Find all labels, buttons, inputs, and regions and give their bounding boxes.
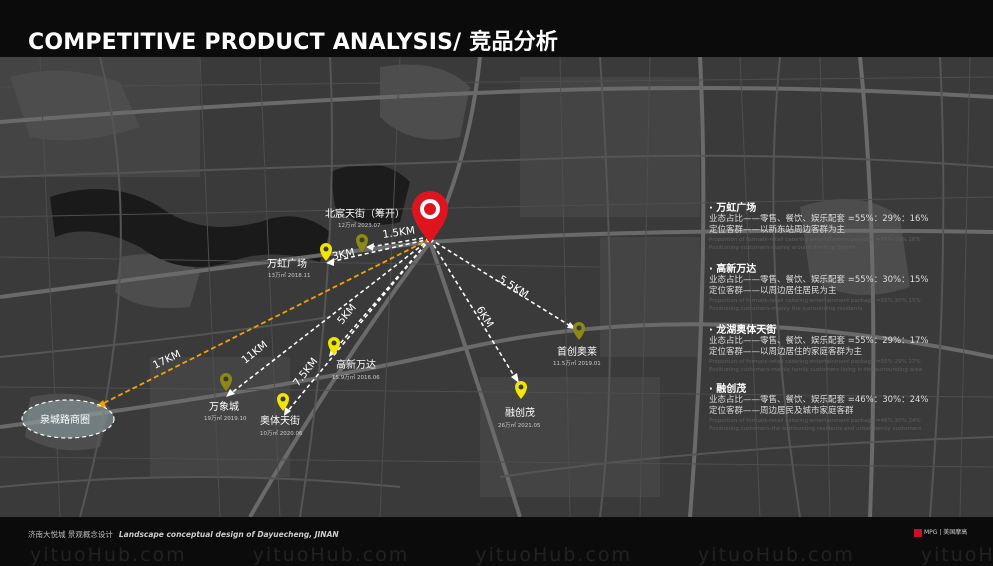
label-wanhong: 万虹广场 (267, 257, 307, 270)
project-location-pin-icon[interactable] (412, 191, 448, 243)
label-shouchuang: 首创奥莱 (557, 345, 597, 358)
brand-logo-icon (914, 528, 922, 537)
info-ratio: 业态占比——零售、餐饮、娱乐配套 =55%：29%：16% (709, 214, 929, 224)
sub-aoti: 10万㎡ 2020.06 (260, 429, 303, 437)
sub-rongchuang: 26万㎡ 2021.05 (498, 421, 541, 429)
footer-project-en: Landscape conceptual design of Dayuechen… (118, 530, 339, 539)
secondary-roads (0, 57, 993, 517)
info-faint-position: Positioning customers-mainly around Xind… (709, 245, 857, 251)
info-faint-position: Positioning customers-the surrounding re… (709, 426, 922, 432)
info-ratio: 业态占比——零售、餐饮、娱乐配套 =46%：30%：24% (709, 395, 929, 405)
marker-shouchuang[interactable] (573, 322, 585, 340)
line-rongchuang (429, 238, 517, 380)
label-aoti: 奥体天街 (260, 414, 300, 427)
distance-label-1: 1.5KM (382, 225, 416, 241)
info-position: 定位客群——以周边居住的家庭客群为主 (709, 347, 863, 357)
info-faint-position: Positioning customers-mainly the surroun… (709, 306, 863, 312)
marker-beichen[interactable] (356, 234, 368, 252)
footer-brand-text: MPG | 美国摩高 (924, 529, 968, 536)
label-beichen: 北宸天街（筹开） (325, 207, 405, 220)
line-beichen (369, 236, 431, 248)
info-head: · 万虹广场 (709, 203, 757, 214)
info-block-rongchuang: · 融创茂 业态占比——零售、餐饮、娱乐配套 =46%：30%：24% 定位客群… (709, 380, 979, 433)
watermark: yituoHub.com yituoHub.com yituoHub.com y… (30, 544, 993, 566)
marker-aoti[interactable] (277, 393, 289, 411)
info-faint-ratio: Proportion of formats-retail catering en… (709, 237, 921, 243)
footer-project-cn: 济南大悦城 景观概念设计 (28, 530, 113, 539)
info-block-gaoxin: · 高新万达 业态占比——零售、餐饮、娱乐配套 =55%：30%：15% 定位客… (709, 260, 979, 313)
label-wanxiang: 万象城 (209, 401, 239, 413)
quancheng-circle[interactable]: 泉城路商圈 (21, 399, 115, 439)
info-ratio: 业态占比——零售、餐饮、娱乐配套 =55%：30%：15% (709, 275, 929, 285)
label-rongchuang: 融创茂 (505, 406, 535, 419)
main-roads (0, 57, 993, 517)
footer-brand: MPG | 美国摩高 (914, 527, 967, 537)
map-canvas: 1.5KM 3KM 5KM 7.5KM 11KM 17KM 6KM 5.5KM (0, 57, 993, 517)
label-quancheng: 泉城路商圈 (40, 413, 90, 426)
info-faint-ratio: Proportion of formats-retail catering en… (709, 418, 921, 424)
sub-beichen: 12万㎡ 2023.07 (338, 221, 381, 229)
distance-label-2: 3KM (331, 246, 356, 262)
distance-lines (229, 236, 573, 413)
info-ratio: 业态占比——零售、餐饮、娱乐配套 =55%：29%：17% (709, 336, 929, 346)
line-quancheng (99, 238, 431, 406)
info-position: 定位客群——以新东站周边客群为主 (709, 225, 846, 235)
info-position: 定位客群——周边居民及城市家庭客群 (709, 406, 854, 416)
line-wanhong (329, 238, 431, 263)
label-gaoxin: 高新万达 (336, 358, 376, 371)
page-title: COMPETITIVE PRODUCT ANALYSIS/ 竞品分析 (28, 30, 559, 55)
sub-wanhong: 13万㎡ 2018.11 (268, 271, 311, 279)
info-head: · 融创茂 (709, 384, 747, 395)
info-block-aoti: · 龙湖奥体天街 业态占比——零售、餐饮、娱乐配套 =55%：29%：17% 定… (709, 321, 979, 374)
info-faint-ratio: Proportion of formats-retail catering en… (709, 359, 921, 365)
info-head: · 高新万达 (709, 264, 757, 275)
sub-shouchuang: 11.5万㎡ 2019.01 (553, 359, 601, 367)
map-area[interactable]: 1.5KM 3KM 5KM 7.5KM 11KM 17KM 6KM 5.5KM (0, 57, 993, 517)
info-block-wanhong: · 万虹广场 业态占比——零售、餐饮、娱乐配套 =55%：29%：16% 定位客… (709, 199, 979, 252)
marker-rongchuang[interactable] (515, 381, 527, 399)
city-blocks (0, 57, 700, 497)
sub-wanxiang: 19万㎡ 2019.10 (204, 414, 247, 422)
arrow-heads (226, 243, 576, 416)
info-faint-ratio: Proportion of formats-retail catering en… (709, 298, 921, 304)
marker-wanxiang[interactable] (220, 373, 232, 391)
info-head: · 龙湖奥体天街 (709, 325, 777, 336)
minor-roads (0, 57, 993, 517)
marker-wanhong[interactable] (320, 243, 332, 261)
line-aoti (286, 238, 431, 413)
marker-gaoxin[interactable] (328, 337, 340, 355)
footer-left: 济南大悦城 景观概念设计 Landscape conceptual design … (28, 529, 339, 540)
sub-gaoxin: 15.9万㎡ 2016.06 (332, 373, 380, 381)
line-wanxiang (229, 238, 431, 395)
info-faint-position: Positioning customers-mainly family cust… (709, 367, 923, 373)
info-position: 定位客群——以周边居住居民为主 (709, 286, 837, 296)
